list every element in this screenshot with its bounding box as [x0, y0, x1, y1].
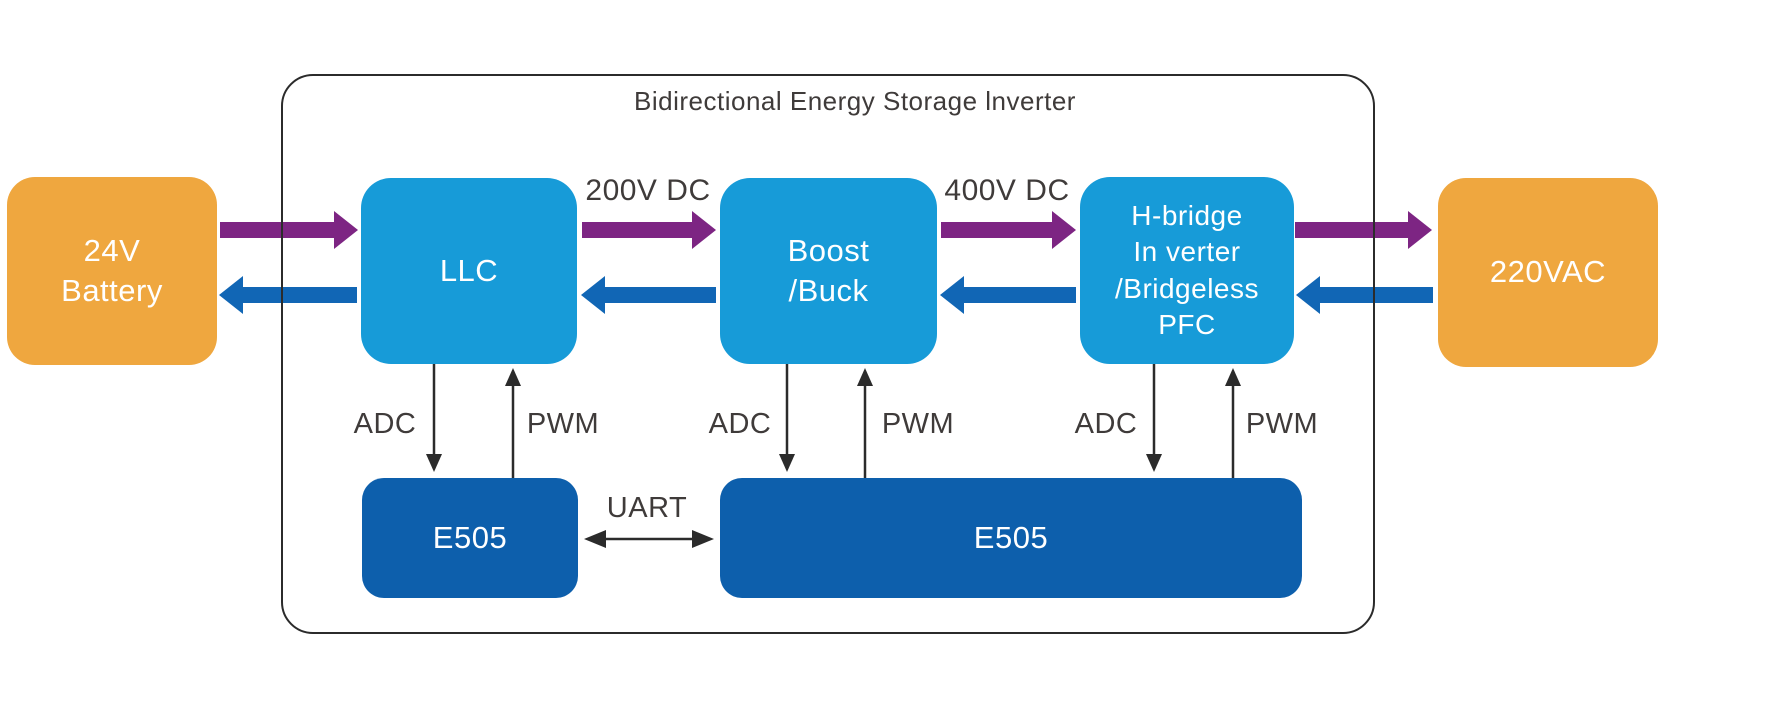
- label-200v-dc-bus: 200V DC: [585, 174, 711, 207]
- node-controller-left-label: E505: [432, 519, 508, 555]
- arrow-boost-adc-down: [779, 363, 795, 472]
- node-llc-converter: LLC: [361, 178, 577, 364]
- node-boost-label-line1: Boost: [787, 232, 870, 268]
- arrow-hbridge-pwm-up: [1225, 368, 1241, 478]
- arrow-hbridge-adc-down: [1146, 364, 1162, 472]
- label-llc-pwm: PWM: [526, 408, 600, 440]
- arrow-grid-to-hbridge: [1296, 276, 1433, 314]
- node-controller-e505-right: E505: [720, 478, 1302, 598]
- arrow-hbridge-to-grid: [1295, 211, 1432, 249]
- node-boost-buck-converter: Boost /Buck: [720, 178, 937, 364]
- arrow-boost-to-hbridge: [941, 211, 1076, 249]
- arrow-llc-pwm-up: [505, 368, 521, 478]
- node-hbridge-label-line3: /Bridgeless: [1114, 272, 1259, 304]
- node-hbridge-inverter-pfc: H-bridge In verter /Bridgeless PFC: [1080, 177, 1294, 364]
- node-battery-label-line2: Battery: [61, 273, 163, 308]
- arrow-uart-bidirectional: [584, 530, 714, 548]
- arrow-llc-to-boost: [582, 211, 716, 249]
- label-hbridge-adc: ADC: [1074, 408, 1138, 440]
- label-boost-adc: ADC: [708, 408, 772, 440]
- label-uart: UART: [606, 492, 688, 524]
- arrow-battery-to-llc: [220, 211, 358, 249]
- node-controller-e505-left: E505: [362, 478, 578, 598]
- node-controller-right-label: E505: [973, 519, 1049, 555]
- arrow-boost-pwm-up: [857, 368, 873, 478]
- arrow-hbridge-to-boost: [940, 276, 1076, 314]
- label-boost-pwm: PWM: [881, 408, 955, 440]
- arrow-boost-to-llc: [581, 276, 716, 314]
- arrow-llc-to-battery: [219, 276, 357, 314]
- arrow-llc-adc-down: [426, 363, 442, 472]
- node-battery: 24V Battery: [7, 177, 217, 365]
- label-400v-dc-bus: 400V DC: [944, 174, 1070, 207]
- label-llc-adc: ADC: [353, 408, 417, 440]
- node-llc-label: LLC: [439, 252, 499, 288]
- node-hbridge-label-line2: In verter: [1133, 236, 1241, 268]
- inverter-system-frame: [281, 74, 1375, 634]
- label-hbridge-pwm: PWM: [1245, 408, 1319, 440]
- node-ac-grid: 220VAC: [1438, 178, 1658, 367]
- node-ac-grid-label: 220VAC: [1489, 254, 1607, 290]
- node-hbridge-label-line4: PFC: [1158, 308, 1216, 340]
- node-hbridge-label-line1: H-bridge: [1131, 199, 1243, 231]
- diagram-title: Bidirectional Energy Storage lnverter: [634, 86, 1076, 116]
- node-battery-label-line1: 24V: [83, 232, 141, 268]
- node-boost-label-line2: /Buck: [788, 273, 869, 308]
